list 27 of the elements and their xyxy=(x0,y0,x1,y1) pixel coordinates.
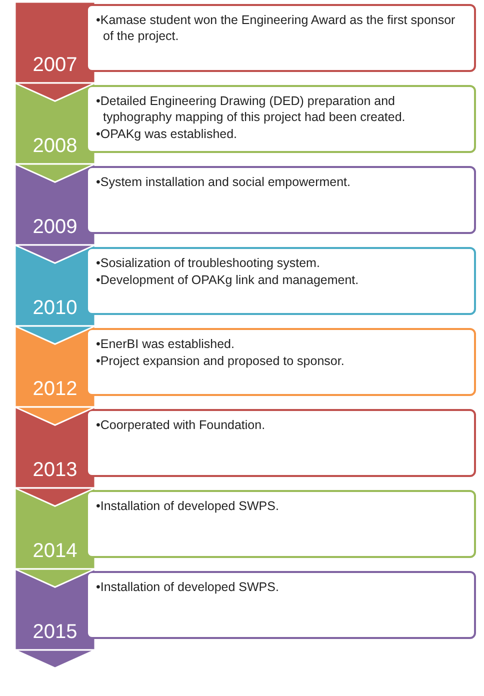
event-card xyxy=(86,4,476,72)
event-bullet: •Coorperated with Foundation. xyxy=(96,417,266,433)
event-card xyxy=(86,328,476,396)
event-card xyxy=(86,166,476,234)
arrow xyxy=(14,244,96,264)
arrow xyxy=(14,487,96,507)
event-card xyxy=(86,85,476,153)
event-bullet: •EnerBI was established. xyxy=(96,336,236,352)
event-bullet: •Sosialization of troubleshooting system. xyxy=(96,255,321,271)
arrow xyxy=(14,568,96,588)
event-bullet: •Installation of developed SWPS. xyxy=(96,579,280,595)
event-bullet: •Detailed Engineering Drawing (DED) preparation and typhography mapping of this project had been created. xyxy=(96,93,406,125)
event-bullet: •Development of OPAKg link and management. xyxy=(96,272,360,288)
event-card xyxy=(86,490,476,558)
event-card xyxy=(86,571,476,639)
event-bullet: •Project expansion and proposed to sponsor. xyxy=(96,353,346,369)
event-bullet: •Kamase student won the Engineering Award as the first sponsor of the project. xyxy=(96,12,456,44)
arrow xyxy=(14,325,96,345)
event-card xyxy=(86,409,476,477)
event-bullet: •Installation of developed SWPS. xyxy=(96,498,280,514)
arrow xyxy=(14,406,96,426)
arrow xyxy=(14,82,96,102)
event-card xyxy=(86,247,476,315)
arrow xyxy=(14,163,96,183)
event-bullet: •System installation and social empowerment. xyxy=(96,174,352,190)
arrow xyxy=(14,649,96,669)
event-bullet: •OPAKg was established. xyxy=(96,126,238,142)
